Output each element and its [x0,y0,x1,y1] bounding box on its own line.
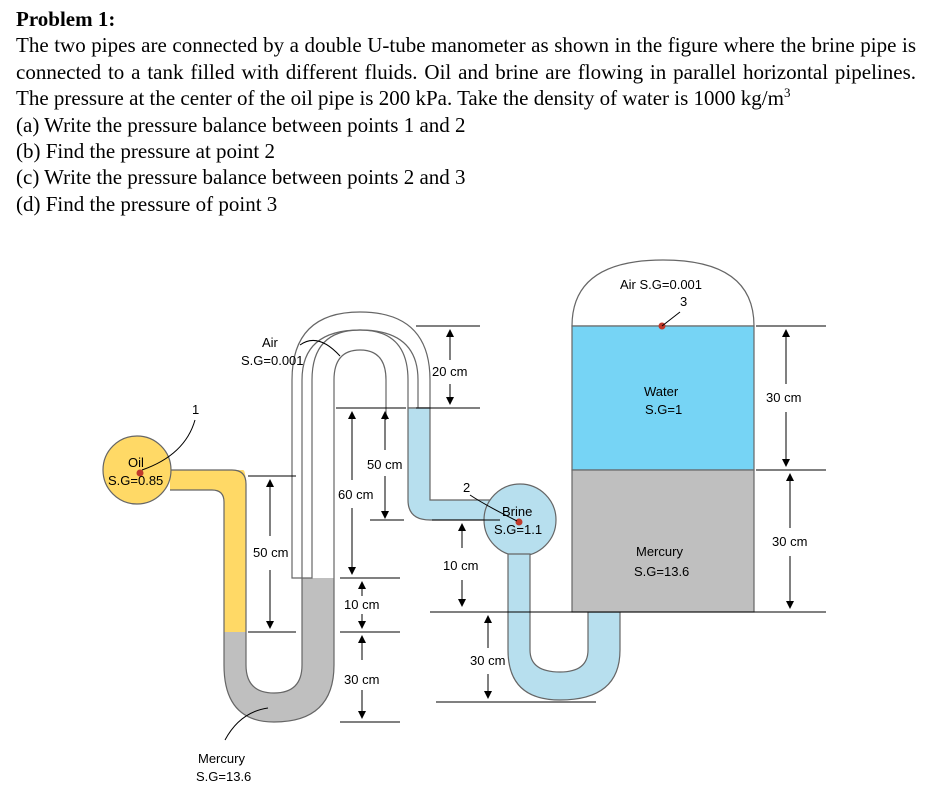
dim-30cm-left: 30 cm [344,672,379,687]
brine-u-bottom [507,553,621,701]
point-2-label: 2 [463,480,470,495]
problem-title: Problem 1: [16,7,116,31]
brine-leg-top [407,407,501,521]
mercury-left-sg-label: S.G=13.6 [196,769,251,784]
question-a: (a) Write the pressure balance between p… [16,112,466,137]
point-3-label: 3 [680,294,687,309]
dim-50cm-mid: 50 cm [367,457,402,472]
question-c: (c) Write the pressure balance between p… [16,165,466,190]
air-left-label: Air [262,335,279,350]
question-d: (d) Find the pressure of point 3 [16,191,278,216]
brine-label: Brine [502,504,532,519]
air-leg-arch [291,311,431,579]
water-sg-label: S.G=1 [645,402,682,417]
dim-30cm-water: 30 cm [766,390,801,405]
mercury-left-label: Mercury [198,751,245,766]
oil-pipe [102,435,172,505]
dimension-lines [248,325,826,723]
dim-30cm-mid: 30 cm [470,653,505,668]
middle-tube [407,407,501,521]
oil-leg [170,470,246,632]
tank-mercury [571,469,755,613]
problem-statement: The two pipes are connected by a double … [16,32,916,111]
point-1-label: 1 [192,402,199,417]
air-left-sg-label: S.G=0.001 [241,353,304,368]
dim-10cm-left: 10 cm [344,597,379,612]
problem-text: Problem 1: The two pipes are connected b… [16,6,916,217]
dim-30cm-mercury: 30 cm [772,534,807,549]
tank-water [571,325,755,471]
mercury-u-left [224,578,334,722]
dim-60cm: 60 cm [338,487,373,502]
point-2-marker [515,518,523,526]
air-tank-label: Air S.G=0.001 [620,277,702,292]
water-label: Water [644,384,679,399]
question-b: (b) Find the pressure at point 2 [16,139,275,164]
oil-label: Oil [128,455,144,470]
point-1-marker [136,469,144,477]
dim-50cm-left: 50 cm [253,545,288,560]
oil-sg-label: S.G=0.85 [108,473,163,488]
tank-dome [571,259,755,327]
mercury-tank-label: Mercury [636,544,683,559]
statement-exponent: 3 [783,85,791,101]
brine-sg-label: S.G=1.1 [494,522,542,537]
tank [571,259,755,613]
dim-20cm: 20 cm [432,364,467,379]
mercury-tank-sg-label: S.G=13.6 [634,564,689,579]
left-u-tube [170,311,431,723]
dim-10cm-mid: 10 cm [443,558,478,573]
statement-text: The two pipes are connected by a double … [16,33,916,111]
